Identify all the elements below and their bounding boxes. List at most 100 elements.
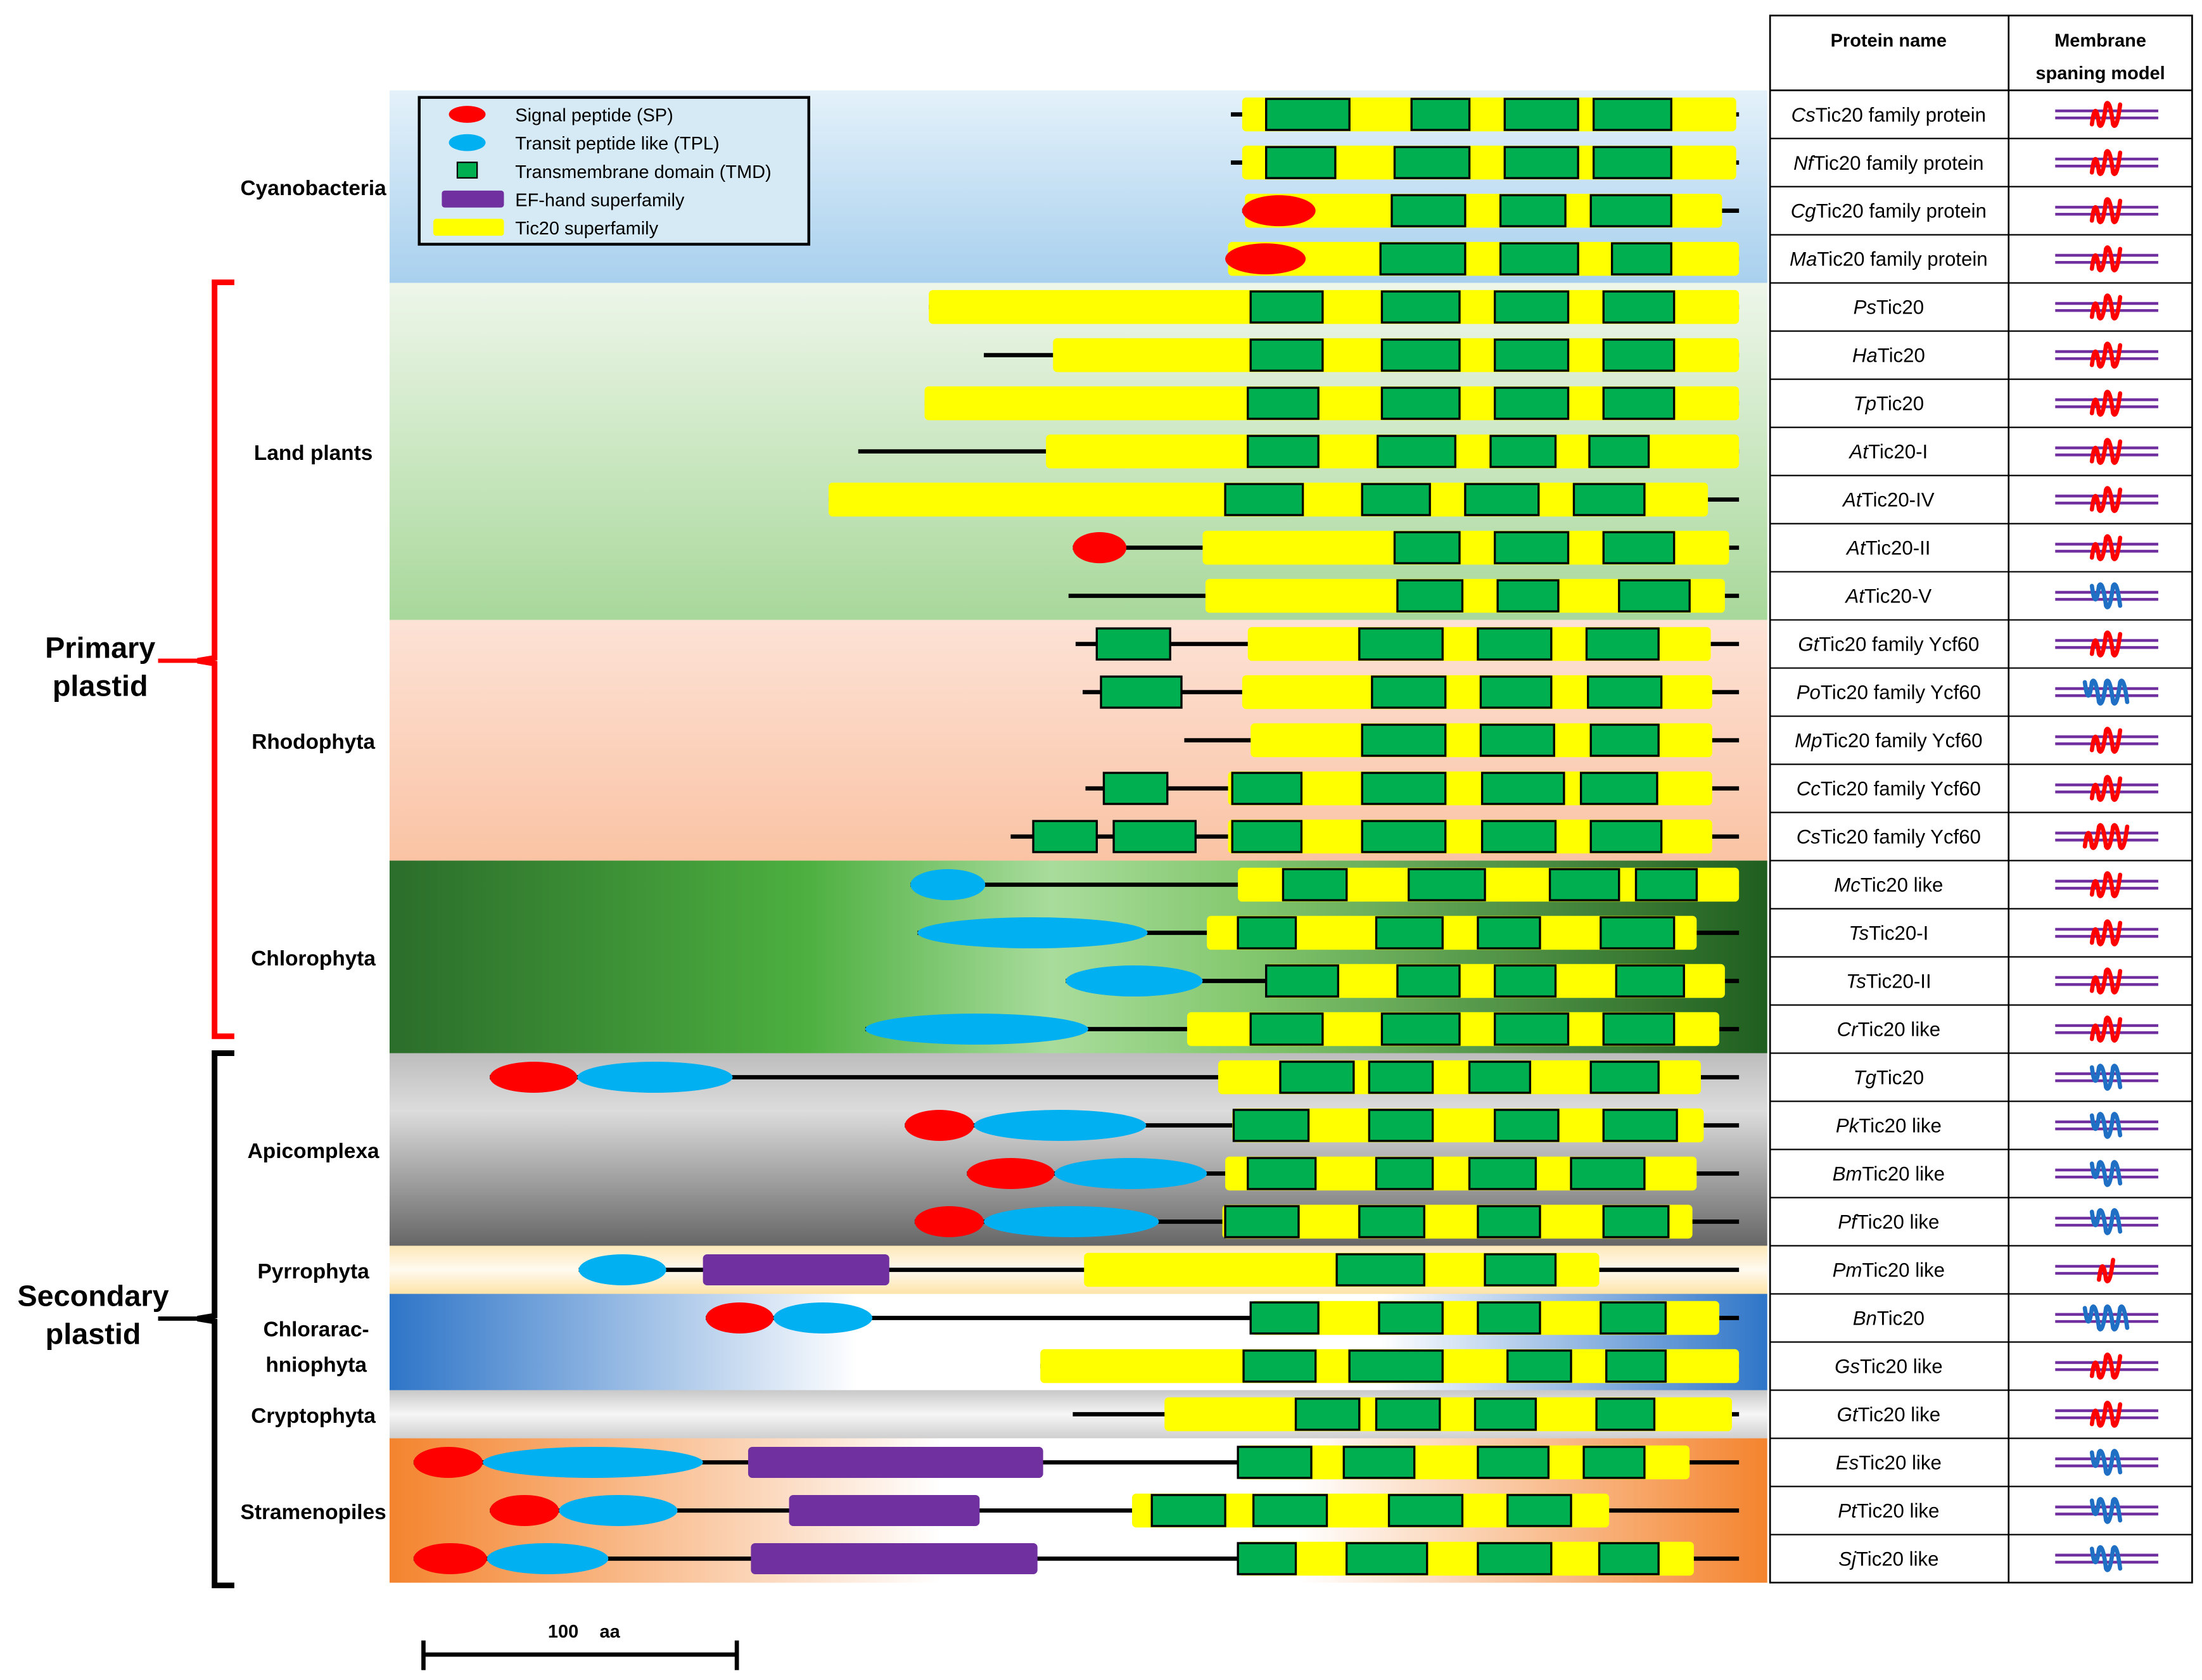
transmembrane-domain xyxy=(1368,1109,1434,1142)
transit-peptide xyxy=(917,917,1148,949)
membrane-model-icon xyxy=(2055,1304,2158,1332)
protein-name: CcTic20 family Ycf60 xyxy=(1797,778,1981,800)
signal-peptide xyxy=(914,1206,984,1238)
transmembrane-domain xyxy=(1380,290,1461,324)
scale-bar: 100 aa xyxy=(421,1622,739,1670)
protein-name-suffix: Tic20 family Ycf60 xyxy=(1822,730,1982,752)
protein-name: MaTic20 family protein xyxy=(1790,248,1988,270)
transmembrane-domain xyxy=(1358,1205,1425,1238)
membrane-model-icon xyxy=(2055,1449,2158,1476)
tic20-swatch xyxy=(433,219,504,236)
protein-row xyxy=(914,1204,1740,1239)
protein-row xyxy=(984,338,1740,372)
protein-row xyxy=(917,915,1740,950)
ef-hand-swatch xyxy=(442,190,504,208)
transmembrane-domain xyxy=(1589,820,1663,853)
clade-label: Land plants xyxy=(254,442,372,465)
primary-plastid-bracket: Primary plastid xyxy=(45,279,234,1040)
protein-name: PoTic20 family Ycf60 xyxy=(1797,682,1981,704)
protein-name: CsTic20 family protein xyxy=(1792,104,1986,126)
transmembrane-domain xyxy=(1380,338,1461,372)
transmembrane-domain xyxy=(1600,916,1676,950)
transmembrane-helix-path xyxy=(2096,1257,2115,1283)
protein-row xyxy=(413,1445,1740,1480)
transmembrane-domain xyxy=(1247,1157,1317,1190)
protein-name-suffix: Tic20 xyxy=(1878,345,1925,367)
protein-name: PfTic20 like xyxy=(1838,1211,1939,1233)
protein-name-suffix: Tic20 xyxy=(1876,1067,1924,1089)
protein-name-suffix: Tic20 xyxy=(1876,393,1924,415)
transmembrane-helix-path xyxy=(2089,967,2123,995)
transmembrane-domain xyxy=(1589,723,1660,757)
protein-name: SjTic20 like xyxy=(1838,1548,1938,1570)
protein-row xyxy=(1085,771,1740,806)
protein-name-suffix: Tic20-I xyxy=(1869,922,1928,945)
protein-row xyxy=(1010,819,1740,854)
protein-name: TpTic20 xyxy=(1854,393,1925,415)
protein-name-suffix: Tic20-IV xyxy=(1862,489,1935,511)
protein-row xyxy=(828,482,1740,517)
transmembrane-domain xyxy=(1361,772,1447,805)
tic20-superfamily-domain xyxy=(1222,1204,1693,1239)
protein-species-prefix: Nf xyxy=(1793,152,1816,174)
protein-name: PmTic20 like xyxy=(1833,1259,1945,1282)
protein-name-suffix: Tic20 like xyxy=(1860,1356,1943,1378)
membrane-model-icon xyxy=(2055,678,2158,706)
protein-species-prefix: Mc xyxy=(1834,874,1861,896)
transmembrane-domain xyxy=(1598,1542,1660,1575)
legend-tmd-label: Transmembrane domain (TMD) xyxy=(515,162,771,182)
protein-species-prefix: Tg xyxy=(1854,1067,1877,1089)
membrane-model-icon xyxy=(2055,630,2158,658)
transit-peptide xyxy=(865,1014,1088,1045)
transmembrane-domain xyxy=(1249,1301,1320,1335)
transmembrane-domain xyxy=(1237,1446,1313,1479)
transmembrane-domain xyxy=(1480,820,1557,853)
protein-species-prefix: Cc xyxy=(1797,778,1821,800)
transit-peptide xyxy=(487,1543,609,1574)
transmembrane-domain xyxy=(1602,1012,1676,1046)
signal-peptide xyxy=(967,1157,1055,1190)
protein-row xyxy=(1230,97,1740,132)
protein-species-prefix: Pt xyxy=(1838,1500,1857,1522)
protein-row xyxy=(1072,530,1740,565)
tic20-superfamily-domain xyxy=(1207,915,1697,950)
protein-name: PkTic20 like xyxy=(1836,1115,1942,1137)
primary-plastid-label-2: plastid xyxy=(53,670,148,703)
membrane-model-icon xyxy=(2055,871,2158,898)
protein-name-suffix: Tic20 family protein xyxy=(1817,248,1987,270)
protein-species-prefix: Gt xyxy=(1798,633,1819,656)
transmembrane-domain xyxy=(1379,242,1467,276)
transmembrane-domain xyxy=(1247,435,1320,468)
transmembrane-domain xyxy=(1279,1060,1355,1094)
transmembrane-domain xyxy=(1242,1349,1317,1383)
transmembrane-domain xyxy=(1375,1397,1441,1431)
protein-row xyxy=(1083,675,1740,710)
protein-name-suffix: Tic20 like xyxy=(1861,874,1944,896)
transmembrane-helix-path xyxy=(2089,1545,2123,1572)
transmembrane-domain xyxy=(1585,627,1660,661)
transmembrane-domain xyxy=(1464,483,1540,516)
transit-peptide xyxy=(578,1254,666,1286)
signal-peptide xyxy=(706,1302,774,1333)
protein-row xyxy=(1184,723,1740,758)
protein-row xyxy=(1075,627,1740,661)
ef-hand-domain xyxy=(748,1446,1043,1478)
transmembrane-helix-path xyxy=(2089,486,2123,513)
transmembrane-domain xyxy=(1095,627,1171,661)
transmembrane-domain xyxy=(1361,723,1447,757)
transmembrane-domain xyxy=(1602,1205,1670,1238)
protein-name: CsTic20 family Ycf60 xyxy=(1797,826,1981,848)
protein-species-prefix: Tp xyxy=(1854,393,1876,415)
transmembrane-helix-path xyxy=(2089,1449,2123,1476)
membrane-model-icon xyxy=(2055,919,2158,946)
protein-row xyxy=(1068,578,1740,613)
protein-name-suffix: Tic20 like xyxy=(1858,1019,1941,1041)
transmembrane-domain xyxy=(1477,1205,1541,1238)
membrane-model-icon xyxy=(2055,1545,2158,1572)
protein-species-prefix: Pf xyxy=(1838,1211,1859,1233)
protein-species-prefix: Ha xyxy=(1852,345,1878,367)
secondary-plastid-label-2: plastid xyxy=(46,1318,141,1351)
transmembrane-domain xyxy=(1282,868,1348,901)
transmembrane-helix-path xyxy=(2089,919,2123,946)
protein-name: MpTic20 family Ycf60 xyxy=(1795,730,1982,752)
